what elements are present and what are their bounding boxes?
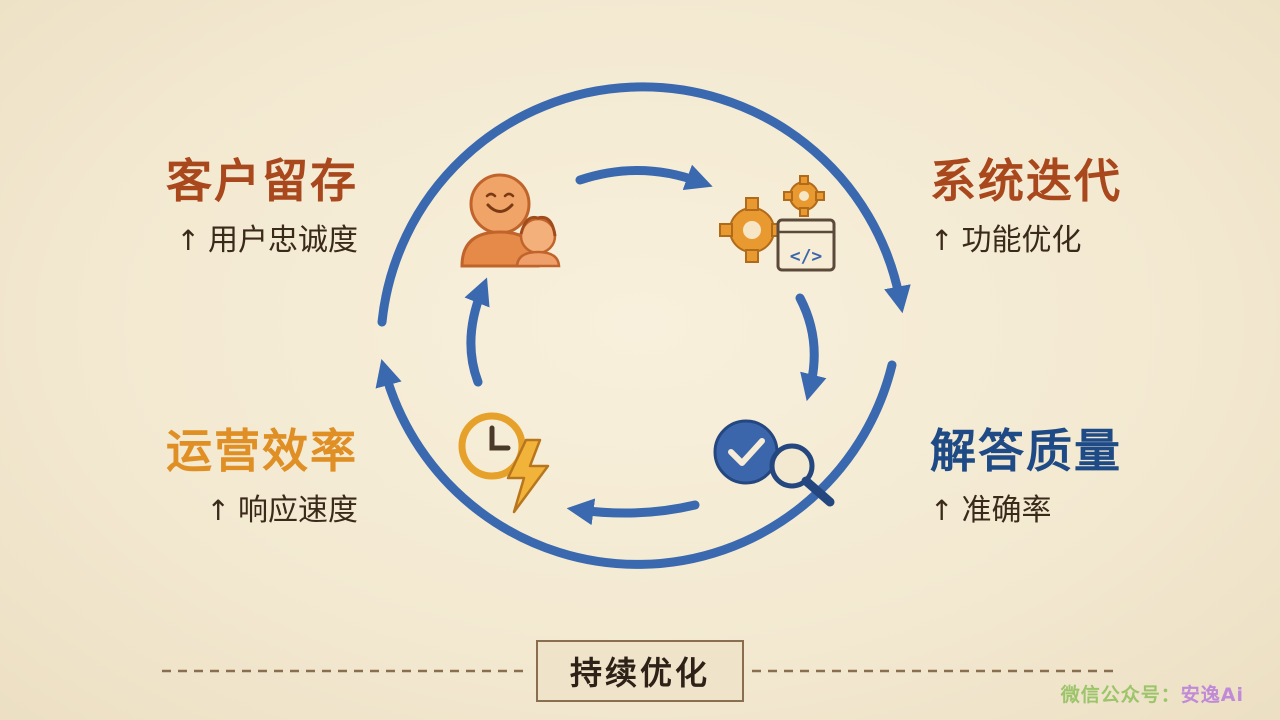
up-arrow-icon: ↑	[930, 494, 954, 527]
clock-lightning-icon	[458, 412, 550, 514]
up-arrow-icon: ↑	[176, 224, 200, 257]
quadrant-answer-quality: 解答质量 ↑准确率	[930, 428, 1122, 526]
quadrant-title: 运营效率	[166, 424, 358, 478]
inner-arrow-bottom	[566, 498, 700, 526]
gears-code-icon: </>	[719, 175, 836, 272]
watermark-prefix: 微信公众号：	[1060, 684, 1181, 706]
up-arrow-icon: ↑	[930, 224, 954, 257]
inner-arrow-left	[464, 277, 490, 387]
quadrant-title: 客户留存	[166, 154, 358, 208]
quadrant-title: 解答质量	[930, 424, 1122, 478]
quadrant-subtitle-text: 准确率	[961, 493, 1052, 528]
outer-arc-top	[377, 82, 911, 327]
users-icon	[460, 173, 561, 268]
quadrant-system-iteration: 系统迭代 ↑功能优化	[930, 158, 1122, 256]
quadrant-subtitle-text: 响应速度	[238, 493, 358, 528]
continuous-optimization-label: 持续优化	[536, 640, 744, 702]
inner-arrows	[464, 164, 827, 526]
svg-text:</>: </>	[790, 246, 823, 267]
quadrant-subtitle: ↑用户忠诚度	[138, 226, 358, 256]
outer-arc-bottom	[375, 358, 897, 569]
inner-arrow-top	[575, 164, 713, 191]
quadrant-customer-retention: 客户留存 ↑用户忠诚度	[138, 158, 358, 256]
up-arrow-icon: ↑	[206, 494, 230, 527]
quadrant-subtitle-text: 用户忠诚度	[208, 223, 358, 258]
quadrant-title: 系统迭代	[930, 154, 1122, 208]
inner-arrow-right	[795, 293, 827, 402]
quadrant-subtitle-text: 功能优化	[961, 223, 1082, 258]
quadrant-operational-efficiency: 运营效率 ↑响应速度	[138, 428, 358, 526]
quadrant-subtitle: ↑功能优化	[930, 226, 1122, 256]
quadrant-subtitle: ↑准确率	[930, 496, 1122, 526]
watermark-name: 安逸Ai	[1180, 684, 1244, 706]
outer-ring	[375, 82, 911, 569]
watermark: 微信公众号：安逸Ai	[1061, 680, 1244, 707]
check-magnifier-icon	[713, 419, 835, 507]
quadrant-subtitle: ↑响应速度	[138, 496, 358, 526]
